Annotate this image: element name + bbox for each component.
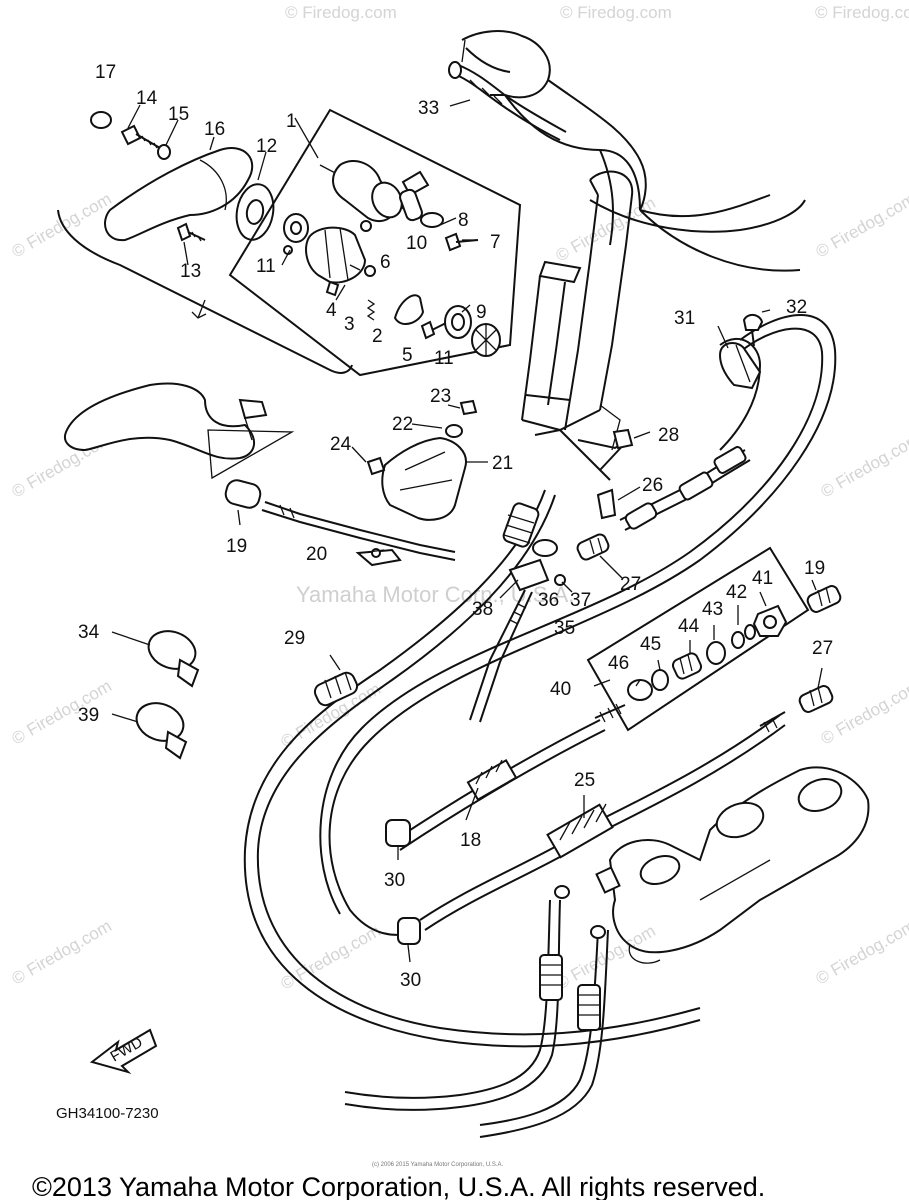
callout-5: 5 bbox=[402, 345, 413, 366]
callout-37: 37 bbox=[570, 590, 591, 611]
callout-31: 31 bbox=[674, 308, 695, 329]
callout-20: 20 bbox=[306, 544, 327, 565]
parts-26-32 bbox=[576, 314, 842, 713]
cable-25 bbox=[419, 711, 786, 931]
callout-36: 36 bbox=[538, 590, 559, 611]
callout-12: 12 bbox=[256, 136, 277, 157]
callout-44: 44 bbox=[678, 616, 700, 637]
watermark-layer: © Firedog.com © Firedog.com © Firedog.co… bbox=[9, 3, 909, 993]
watermark: © Firedog.com bbox=[815, 3, 909, 22]
callout-16: 16 bbox=[204, 119, 225, 140]
lower-cables bbox=[344, 885, 609, 1138]
carburetor bbox=[595, 766, 870, 964]
callout-27: 27 bbox=[812, 638, 833, 659]
callout-7: 7 bbox=[490, 232, 501, 253]
callout-21: 21 bbox=[492, 453, 513, 474]
copyright-notice: ©2013 Yamaha Motor Corporation, U.S.A. A… bbox=[32, 1172, 765, 1200]
callout-38: 38 bbox=[472, 599, 493, 620]
cable-18 bbox=[394, 703, 626, 851]
callout-30: 30 bbox=[400, 970, 421, 991]
watermark: © Firedog.com bbox=[818, 429, 909, 501]
watermark: © Firedog.com bbox=[560, 3, 672, 22]
watermark: © Firedog.com bbox=[285, 3, 397, 22]
callout-25: 25 bbox=[574, 770, 595, 791]
callout-29: 29 bbox=[284, 628, 305, 649]
cable-33 bbox=[448, 61, 567, 141]
callout-19: 19 bbox=[226, 536, 247, 557]
hull-outline bbox=[461, 30, 806, 272]
parts-35-38 bbox=[469, 539, 566, 723]
callout-2: 2 bbox=[372, 326, 383, 347]
callout-28: 28 bbox=[658, 425, 679, 446]
handlebar-grip-assembly bbox=[57, 111, 353, 374]
callout-22: 22 bbox=[392, 414, 413, 435]
watermark: © Firedog.com bbox=[9, 189, 115, 261]
callout-24: 24 bbox=[330, 434, 352, 455]
cable-loops bbox=[243, 314, 837, 1048]
lower-grip-assembly bbox=[64, 382, 456, 561]
fine-print: (c) 2006 2015 Yamaha Motor Corporation, … bbox=[372, 1162, 504, 1168]
callout-11: 11 bbox=[256, 256, 276, 277]
callout-8: 8 bbox=[458, 210, 469, 231]
callout-43: 43 bbox=[702, 599, 723, 620]
callout-27: 27 bbox=[620, 574, 641, 595]
parts-20-24 bbox=[355, 399, 478, 567]
callout-4: 4 bbox=[326, 300, 337, 321]
callout-3: 3 bbox=[344, 314, 355, 335]
callout-17: 17 bbox=[95, 62, 116, 83]
callout-39: 39 bbox=[78, 705, 99, 726]
watermark: © Firedog.com bbox=[813, 916, 909, 988]
callout-45: 45 bbox=[640, 634, 661, 655]
callout-35: 35 bbox=[554, 618, 575, 639]
callout-40: 40 bbox=[550, 679, 571, 700]
callout-18: 18 bbox=[460, 830, 481, 851]
watermark: © Firedog.com bbox=[9, 916, 115, 988]
callout-labels: 1 2 3 4 5 6 7 8 9 10 11 11 12 13 14 15 1… bbox=[78, 62, 833, 991]
callout-19: 19 bbox=[804, 558, 825, 579]
diagram-code: GH34100-7230 bbox=[56, 1105, 159, 1122]
watermark: © Firedog.com bbox=[813, 189, 909, 261]
leader-lines bbox=[111, 99, 823, 963]
callout-30: 30 bbox=[384, 870, 405, 891]
callout-41: 41 bbox=[752, 568, 773, 589]
callout-15: 15 bbox=[168, 104, 189, 125]
callout-23: 23 bbox=[430, 386, 451, 407]
callout-14: 14 bbox=[136, 88, 158, 109]
fwd-arrow-icon: FWD bbox=[89, 1028, 158, 1074]
ferrules-and-clamps bbox=[135, 502, 540, 945]
callout-10: 10 bbox=[406, 233, 427, 254]
callout-11: 11 bbox=[434, 348, 454, 369]
callout-13: 13 bbox=[180, 261, 201, 282]
callout-42: 42 bbox=[726, 582, 747, 603]
box-40 bbox=[586, 546, 810, 732]
callout-26: 26 bbox=[642, 475, 663, 496]
switch-box-1 bbox=[228, 108, 522, 377]
callout-1: 1 bbox=[286, 111, 297, 132]
watermark: © Firedog.com bbox=[818, 676, 909, 748]
callout-6: 6 bbox=[380, 252, 391, 273]
steering-column bbox=[521, 170, 634, 481]
callout-9: 9 bbox=[476, 302, 487, 323]
callout-46: 46 bbox=[608, 653, 629, 674]
callout-34: 34 bbox=[78, 622, 100, 643]
callout-32: 32 bbox=[786, 297, 807, 318]
callout-33: 33 bbox=[418, 98, 439, 119]
